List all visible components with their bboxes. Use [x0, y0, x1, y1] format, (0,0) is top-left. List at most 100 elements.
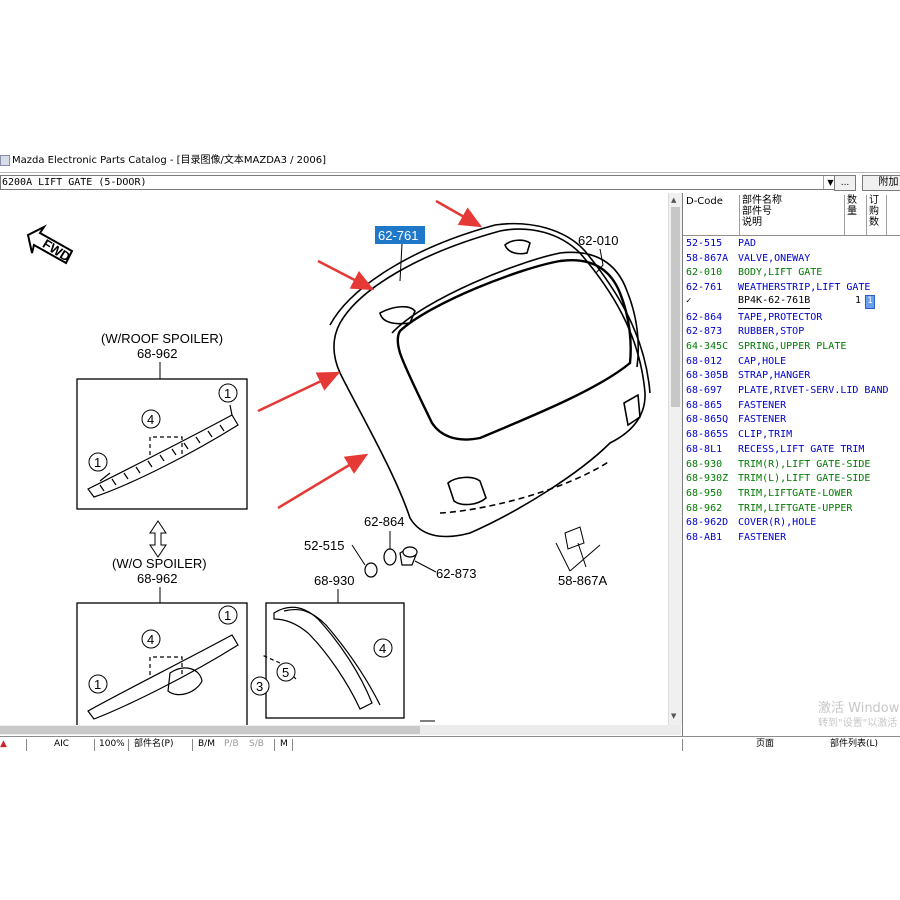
- inset-w-roof-spoiler: [76, 378, 248, 510]
- part-dcode: 68-AB1: [686, 532, 723, 543]
- column-qty[interactable]: 数 量: [844, 195, 859, 235]
- m-button[interactable]: M: [280, 739, 288, 749]
- part-dcode: 62-010: [686, 267, 723, 279]
- attach-button[interactable]: 附加: [862, 175, 900, 191]
- status-aic: AIC: [54, 739, 70, 749]
- highlight-label-bg: [375, 226, 425, 244]
- chevron-down-icon[interactable]: ▼: [823, 176, 837, 189]
- inset-wo-spoiler: [76, 602, 248, 725]
- parts-row[interactable]: 52-515 PAD: [683, 237, 900, 252]
- part-dcode: 64-345C: [686, 340, 729, 352]
- label-wo-part: 68-962: [137, 571, 177, 586]
- scroll-thumb[interactable]: [0, 726, 420, 734]
- label-rubber: 62-873: [436, 566, 476, 581]
- lift-gate-drawing: [329, 222, 651, 538]
- part-name: TRIM,LIFTGATE-LOWER: [738, 487, 853, 499]
- svg-text:1: 1: [224, 386, 231, 401]
- part-name: BODY,LIFT GATE: [738, 267, 823, 279]
- part-dcode: 68-305B: [686, 370, 729, 382]
- label-trim: 68-930: [314, 573, 354, 588]
- callout-4: [373, 638, 393, 658]
- parts-list-tab[interactable]: 部件列表(L): [830, 739, 879, 749]
- scroll-thumb[interactable]: [671, 207, 680, 407]
- page-indicator: 页面: [756, 739, 775, 749]
- parts-diagram[interactable]: FWD 62-761 62-010 (W/ROOF S: [0, 193, 668, 725]
- svg-text:4: 4: [147, 412, 154, 427]
- svg-text:1: 1: [224, 608, 231, 623]
- page-code-select[interactable]: 6200A LIFT GATE (5-DOOR): [0, 175, 838, 190]
- part-name: COVER(R),HOLE: [738, 517, 817, 529]
- label-tape: 62-864: [364, 514, 404, 529]
- callout-1: [218, 605, 238, 625]
- pb-button[interactable]: P/B: [224, 739, 239, 749]
- svg-text:1: 1: [94, 677, 101, 692]
- parts-list-panel: D-Code 部件名称 部件号 说明 数 量 订 购 数 52-515 PAD 58…: [682, 193, 900, 738]
- part-dcode: 68-930Z: [686, 473, 729, 485]
- part-name: CLIP,TRIM: [738, 429, 793, 441]
- part-name: FASTENER: [738, 414, 787, 426]
- valve-icon: [564, 526, 585, 550]
- parts-row[interactable]: 68-AB1 FASTENER: [683, 531, 900, 546]
- column-part-name[interactable]: 部件名称 部件号 说明: [739, 195, 827, 235]
- svg-text:3: 3: [256, 679, 263, 694]
- part-name: PLATE,RIVET-SERV.LID BAND: [738, 385, 889, 396]
- spoiler-part-drawing: [87, 404, 239, 498]
- more-button[interactable]: ...: [834, 175, 856, 191]
- part-dcode: 68-865: [686, 399, 723, 411]
- scroll-up-icon[interactable]: ▲: [671, 196, 677, 204]
- parts-row[interactable]: 68-962D COVER(R),HOLE: [683, 516, 900, 531]
- zoom-level[interactable]: 100%: [99, 739, 125, 749]
- part-name: FASTENER: [738, 532, 787, 543]
- part-name: PAD: [738, 238, 757, 249]
- parts-name-button[interactable]: 部件名(P): [134, 739, 174, 749]
- parts-list-header: D-Code 部件名称 部件号 说明 数 量 订 购 数: [683, 193, 900, 236]
- small-parts-drawing: [364, 546, 418, 578]
- part-dcode: 68-962D: [686, 517, 729, 529]
- label-wo-spoiler: (W/O SPOILER): [112, 556, 207, 571]
- part-dcode: 68-8L1: [686, 443, 723, 455]
- column-order[interactable]: 订 购 数: [866, 195, 881, 235]
- check-icon[interactable]: ✓: [686, 296, 692, 306]
- part-dcode: 52-515: [686, 238, 723, 249]
- label-valve: 58-867A: [558, 573, 607, 588]
- order-qty-input[interactable]: 1: [865, 295, 875, 309]
- column-dcode[interactable]: D-Code: [686, 196, 723, 207]
- svg-text:1: 1: [94, 455, 101, 470]
- parts-row[interactable]: 62-010 BODY,LIFT GATE: [683, 266, 900, 281]
- part-dcode: 62-873: [686, 326, 723, 338]
- activation-watermark-title: 激活 Windows: [818, 701, 900, 716]
- app-icon: [0, 155, 10, 166]
- scroll-down-icon[interactable]: ▼: [671, 712, 677, 720]
- sb-button[interactable]: S/B: [249, 739, 264, 749]
- diagram-vertical-scrollbar[interactable]: ▲ ▼: [668, 193, 682, 725]
- part-name: TRIM(R),LIFT GATE-SIDE: [738, 458, 871, 470]
- part-dcode: 62-761: [686, 282, 723, 294]
- part-number-row[interactable]: ✓ BP4K-62-761B 1 1: [683, 294, 900, 309]
- bm-button[interactable]: B/M: [198, 739, 215, 749]
- callout-3: [250, 676, 270, 696]
- diagram-horizontal-scrollbar[interactable]: [0, 725, 681, 735]
- red-arrow-icon: [257, 199, 483, 510]
- part-dcode: 68-962: [686, 502, 723, 514]
- callout-4: [141, 409, 161, 429]
- part-name: CAP,HOLE: [738, 355, 787, 367]
- label-w-roof-part: 68-962: [137, 346, 177, 361]
- part-dcode: 62-864: [686, 311, 723, 323]
- page-code-text: 6200A LIFT GATE (5-DOOR): [2, 177, 147, 188]
